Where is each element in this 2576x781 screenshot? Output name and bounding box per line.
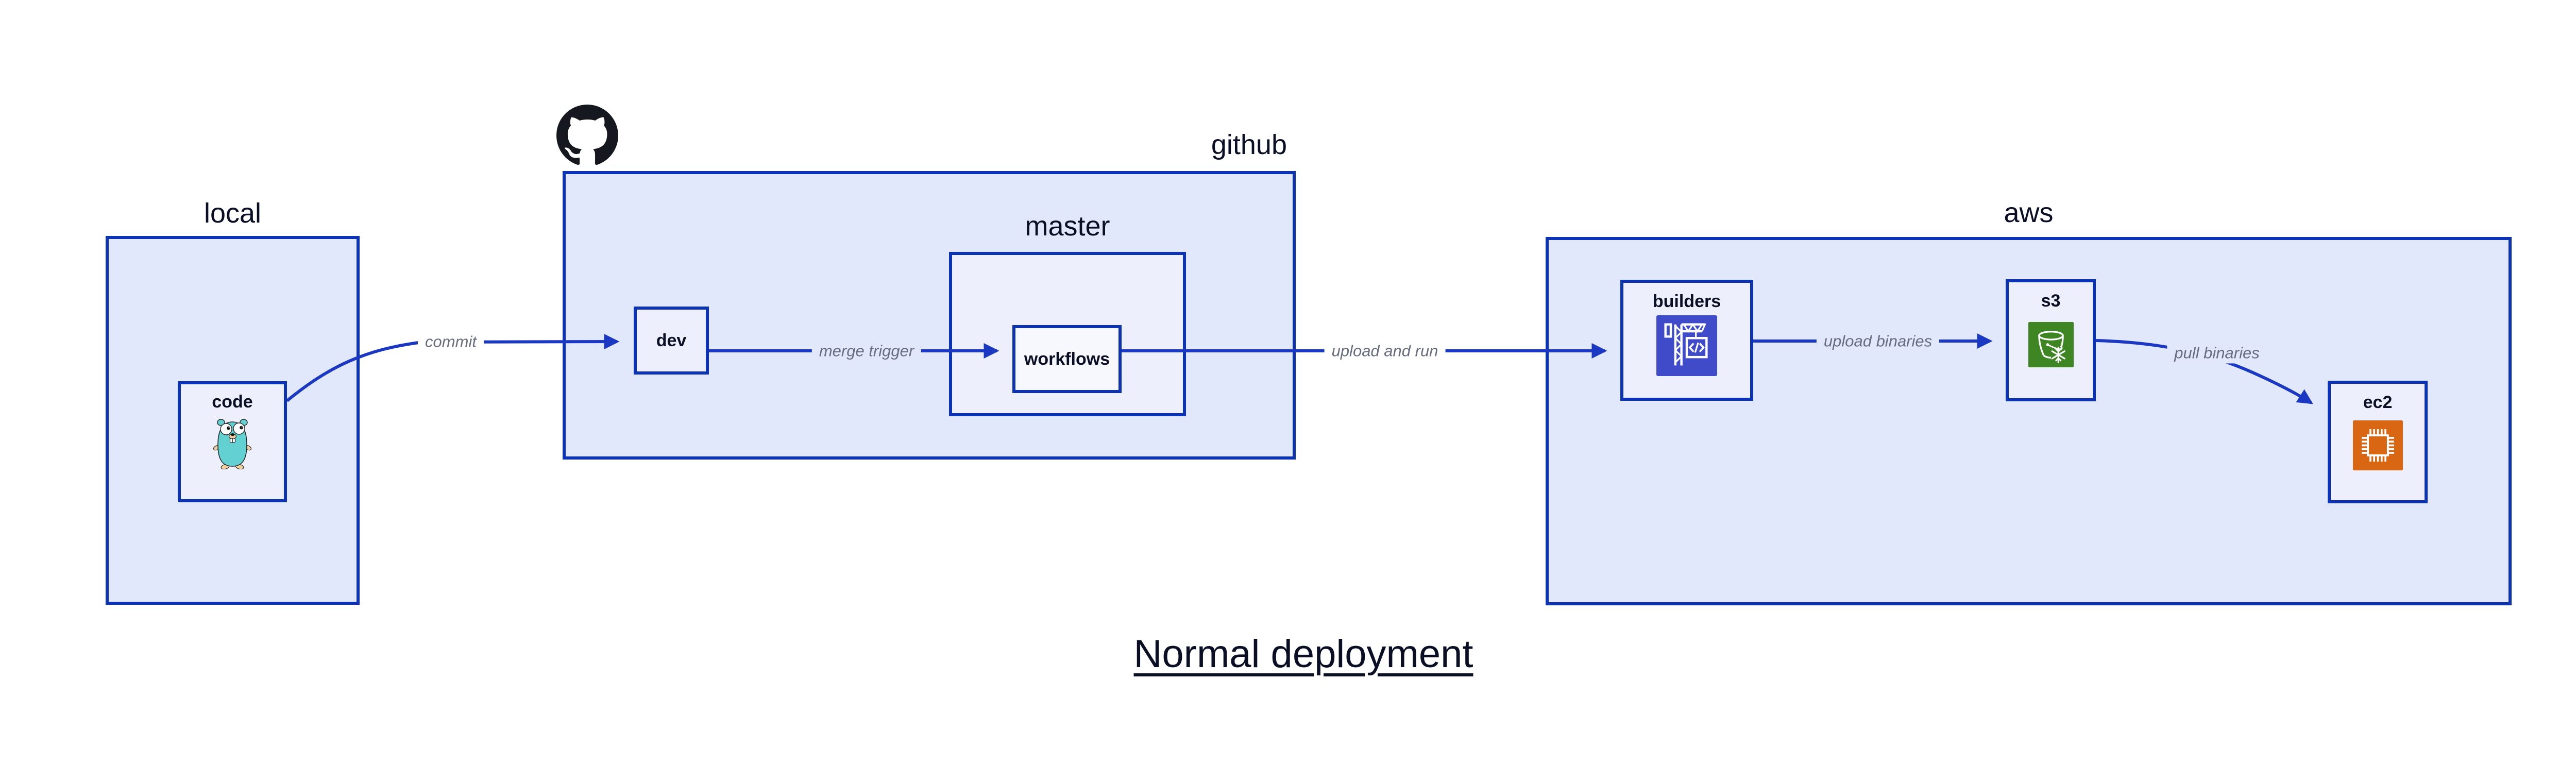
- aws-codebuild-icon: [1656, 315, 1717, 376]
- node-workflows: workflows: [1012, 325, 1122, 393]
- node-code: code: [178, 381, 287, 502]
- node-ec2-label: ec2: [2363, 393, 2393, 412]
- aws-s3-glacier-icon: [2028, 321, 2074, 367]
- container-master-label: master: [1025, 211, 1110, 242]
- node-dev: dev: [634, 307, 709, 375]
- node-workflows-label: workflows: [1024, 349, 1110, 369]
- diagram-title: Normal deployment: [1133, 632, 1473, 676]
- node-builders: builders: [1620, 280, 1753, 401]
- github-octocat-icon: [556, 105, 618, 165]
- node-dev-label: dev: [656, 330, 687, 350]
- edge-label-commit: commit: [418, 331, 484, 352]
- edge-label-upload-binaries: upload binaries: [1816, 330, 1940, 352]
- container-local-label: local: [204, 198, 262, 229]
- aws-ec2-icon: [2352, 420, 2403, 470]
- node-builders-label: builders: [1652, 292, 1721, 311]
- node-s3: s3: [2006, 279, 2096, 401]
- node-ec2: ec2: [2328, 381, 2428, 503]
- node-s3-label: s3: [2041, 291, 2061, 311]
- container-aws-label: aws: [2004, 197, 2054, 228]
- edge-label-pull-binaries: pull binaries: [2167, 342, 2267, 364]
- edge-label-upload-and-run: upload and run: [1324, 340, 1446, 362]
- container-github-label: github: [1211, 129, 1287, 160]
- edge-label-merge-trigger: merge trigger: [811, 340, 922, 362]
- node-code-label: code: [212, 392, 253, 412]
- go-gopher-icon: [213, 419, 251, 469]
